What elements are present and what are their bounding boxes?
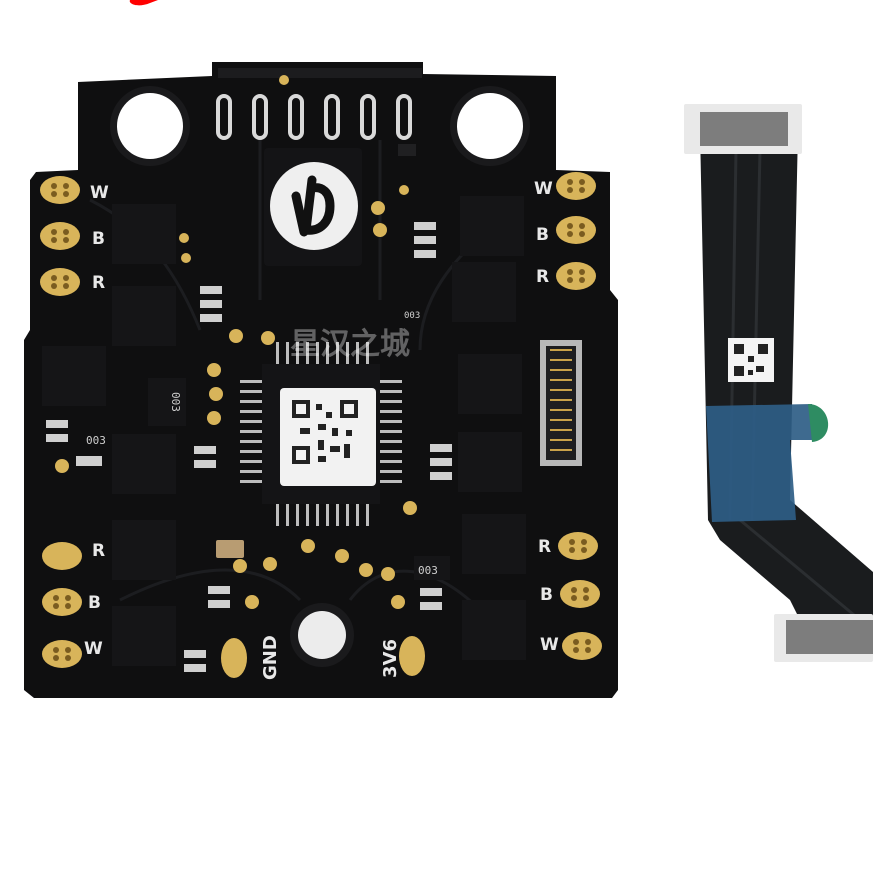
chip-marking-3: 003 [418, 564, 438, 577]
small-ic-right [414, 556, 450, 580]
label-left-r-top: R [92, 273, 105, 293]
mount-hole-bottom-inner [298, 611, 346, 659]
label-right-b-bottom: B [540, 585, 553, 605]
logo-sticker [270, 162, 358, 250]
label-left-r-bottom: R [92, 541, 105, 561]
label-left-w-top: W [90, 183, 109, 203]
gnd-pad [221, 638, 247, 678]
tiny-ic [398, 144, 416, 156]
mosfet-chips [42, 196, 526, 666]
red-accent-mark [129, 0, 158, 6]
passive-components [46, 222, 452, 672]
label-left-w-bottom: W [84, 639, 103, 659]
flex-cable [684, 104, 873, 662]
flex-tape-tab [808, 404, 829, 442]
qr-code-icon [292, 400, 358, 464]
chip-marking-4: 003 [404, 311, 420, 321]
flex-connector-bottom-plate [786, 620, 873, 654]
fpc-connector [540, 340, 582, 466]
label-right-b-top: B [536, 225, 549, 245]
label-right-w-top: W [534, 179, 553, 199]
flex-connector-top-plate [700, 112, 788, 146]
label-left-b-top: B [92, 229, 105, 249]
top-connector [216, 68, 422, 140]
esc-board: 003 003 003 003 [24, 62, 618, 698]
mount-hole-left-inner [117, 93, 183, 159]
label-right-r-bottom: R [538, 537, 551, 557]
motor-pads-left [40, 176, 82, 668]
flex-cable-body [700, 130, 873, 628]
chip-marking-2: 003 [86, 434, 106, 447]
motor-pads-right [556, 172, 602, 660]
capacitor [216, 540, 244, 558]
label-3v6: 3V6 [380, 639, 401, 678]
label-right-w-bottom: W [540, 635, 559, 655]
flex-blue-tape [706, 404, 812, 522]
watermark-text: 星汉之城 [290, 327, 410, 362]
label-gnd: GND [260, 635, 281, 680]
label-right-r-top: R [536, 267, 549, 287]
mcu-pins [240, 342, 402, 526]
chip-marking-1: 003 [169, 392, 182, 412]
flex-qr-icon [734, 344, 768, 376]
brand-logo-icon [291, 175, 335, 237]
small-ic-left [148, 378, 186, 426]
label-left-b-bottom: B [88, 593, 101, 613]
mount-hole-right-inner [457, 93, 523, 159]
test-points [55, 185, 417, 609]
v36-pad [399, 636, 425, 676]
